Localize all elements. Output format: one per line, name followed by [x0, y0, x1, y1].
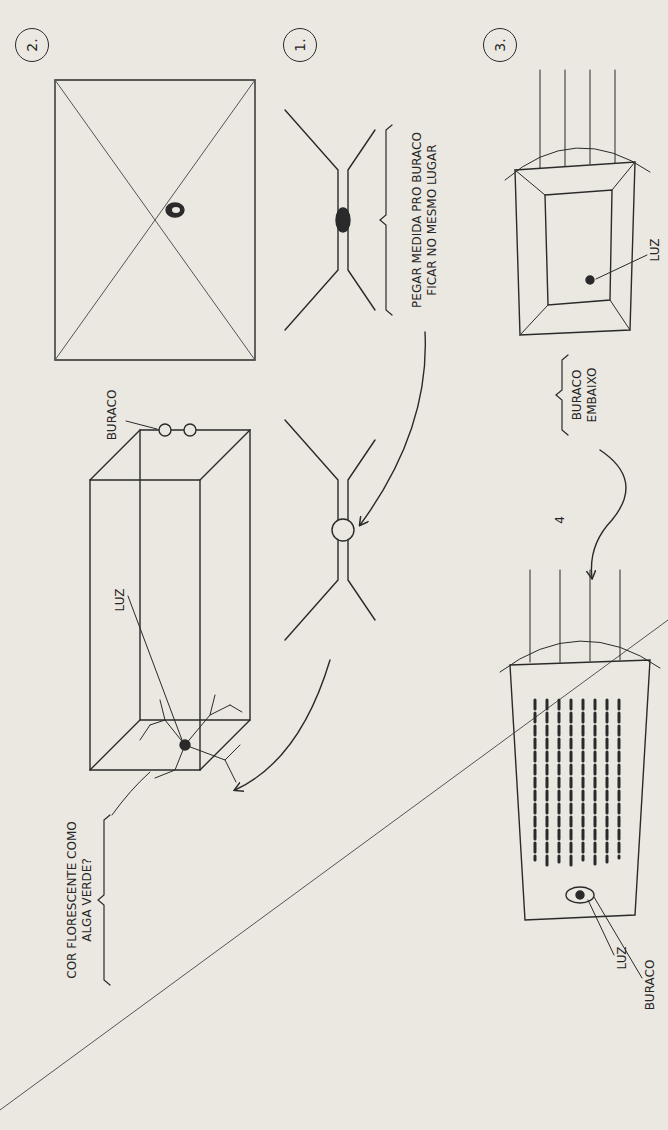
y-pipe: [285, 110, 375, 330]
sketch-illustration: [0, 70, 668, 1110]
square-panel: [55, 80, 255, 360]
square-panel: [55, 80, 255, 360]
box-sketch: [510, 660, 650, 920]
y-pipe: [332, 519, 354, 541]
step-number: 2.: [24, 38, 40, 51]
box-sketch: [566, 887, 594, 903]
cube-box: [90, 430, 250, 770]
box-sketch: [545, 190, 612, 305]
fold-line: [0, 620, 668, 1110]
square-panel: [166, 203, 184, 217]
cube-box: [90, 480, 200, 770]
step-circle: 2.: [15, 28, 49, 62]
part-label: BURACO: [105, 380, 120, 450]
cube-box: [140, 695, 242, 782]
y-pipe: [360, 332, 425, 525]
box-sketch: [515, 162, 635, 335]
part-label: LUZ: [648, 230, 663, 270]
box-sketch: [535, 700, 619, 866]
note-text: PEGAR MEDIDA PRO BURACO FICAR NO MESMO L…: [410, 125, 440, 315]
y-pipe: [235, 332, 425, 790]
cube-box: [126, 421, 157, 429]
part-label: LUZ: [615, 938, 630, 978]
part-label: LUZ: [113, 580, 128, 620]
box-sketch: [540, 70, 615, 168]
cube-box: [140, 430, 250, 720]
y-pipe: [235, 660, 330, 790]
y-pipe: [380, 125, 392, 315]
box-sketch: [586, 276, 594, 284]
box-sketch: [500, 570, 660, 978]
step-circle: 3.: [483, 28, 517, 62]
callout-number: 4: [553, 510, 568, 530]
y-pipe: [285, 110, 392, 330]
box-sketch: [500, 641, 660, 672]
note-text: COR FLORESCENTE COMO ALGA VERDE?: [65, 815, 95, 985]
box-sketch: [594, 897, 642, 978]
square-panel: [55, 80, 255, 360]
cube-box: [90, 421, 250, 985]
y-pipe: [336, 208, 350, 232]
box-sketch: [596, 255, 647, 279]
y-pipe: [285, 420, 375, 640]
step-number: 1.: [292, 38, 308, 51]
note-text: BURACO EMBAIXO: [570, 355, 600, 435]
cube-box: [128, 596, 182, 740]
step-number: 3.: [492, 38, 508, 51]
box-sketch: [591, 450, 626, 578]
box-sketch: [576, 891, 584, 899]
box-sketch: [556, 355, 568, 435]
part-label: BURACO: [643, 950, 658, 1020]
box-sketch: [505, 148, 650, 180]
square-panel: [172, 207, 180, 213]
cube-box: [159, 424, 171, 436]
box-sketch: [515, 162, 635, 335]
cube-box: [112, 772, 150, 815]
cube-box: [98, 815, 110, 985]
cube-box: [184, 424, 196, 436]
step-circle: 1.: [283, 28, 317, 62]
box-sketch: [505, 70, 650, 578]
